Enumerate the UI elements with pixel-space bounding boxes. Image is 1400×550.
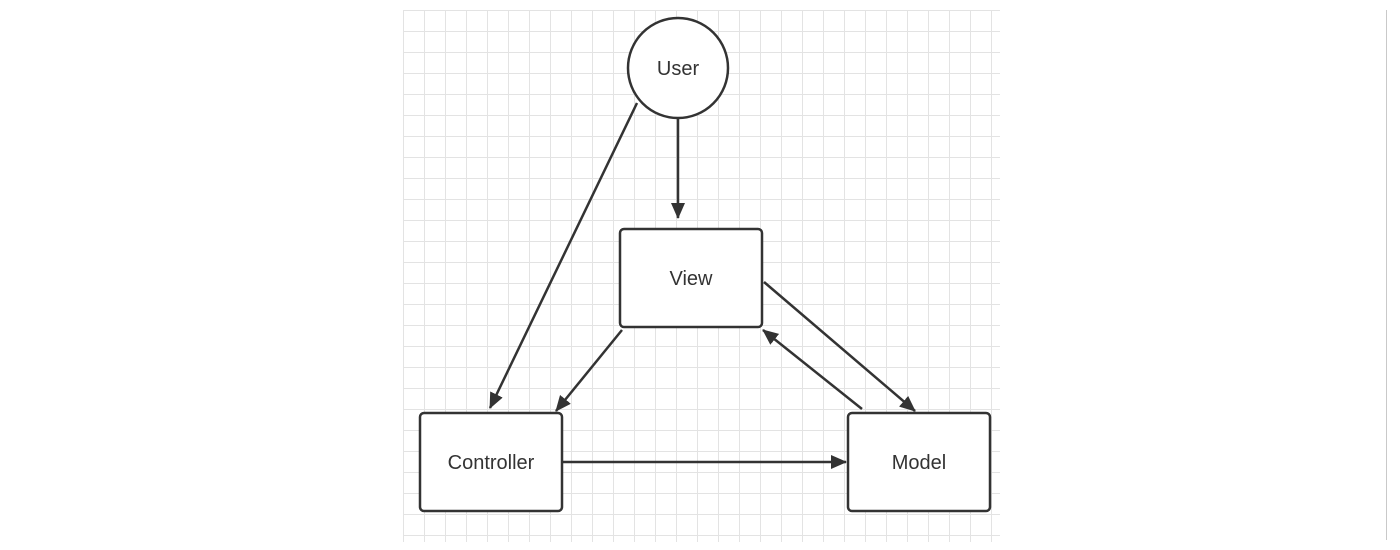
user-circle [626,16,730,120]
node-model-label: Model [892,452,946,474]
edge-view-to-controller [555,329,623,412]
page-edge-divider [1386,10,1387,540]
node-model[interactable]: Model [846,411,992,513]
node-controller[interactable]: Controller [418,411,564,513]
view-box [618,227,764,329]
node-user[interactable]: User [626,16,730,120]
node-view-label: View [670,268,714,290]
node-user-label: User [657,58,700,80]
edge-view-to-model [763,281,916,412]
controller-box [418,411,564,513]
edge-user-to-controller [488,102,639,409]
edge-model-to-view [762,329,863,410]
model-box [846,411,992,513]
node-view[interactable]: View [618,227,764,329]
node-controller-label: Controller [448,452,535,474]
